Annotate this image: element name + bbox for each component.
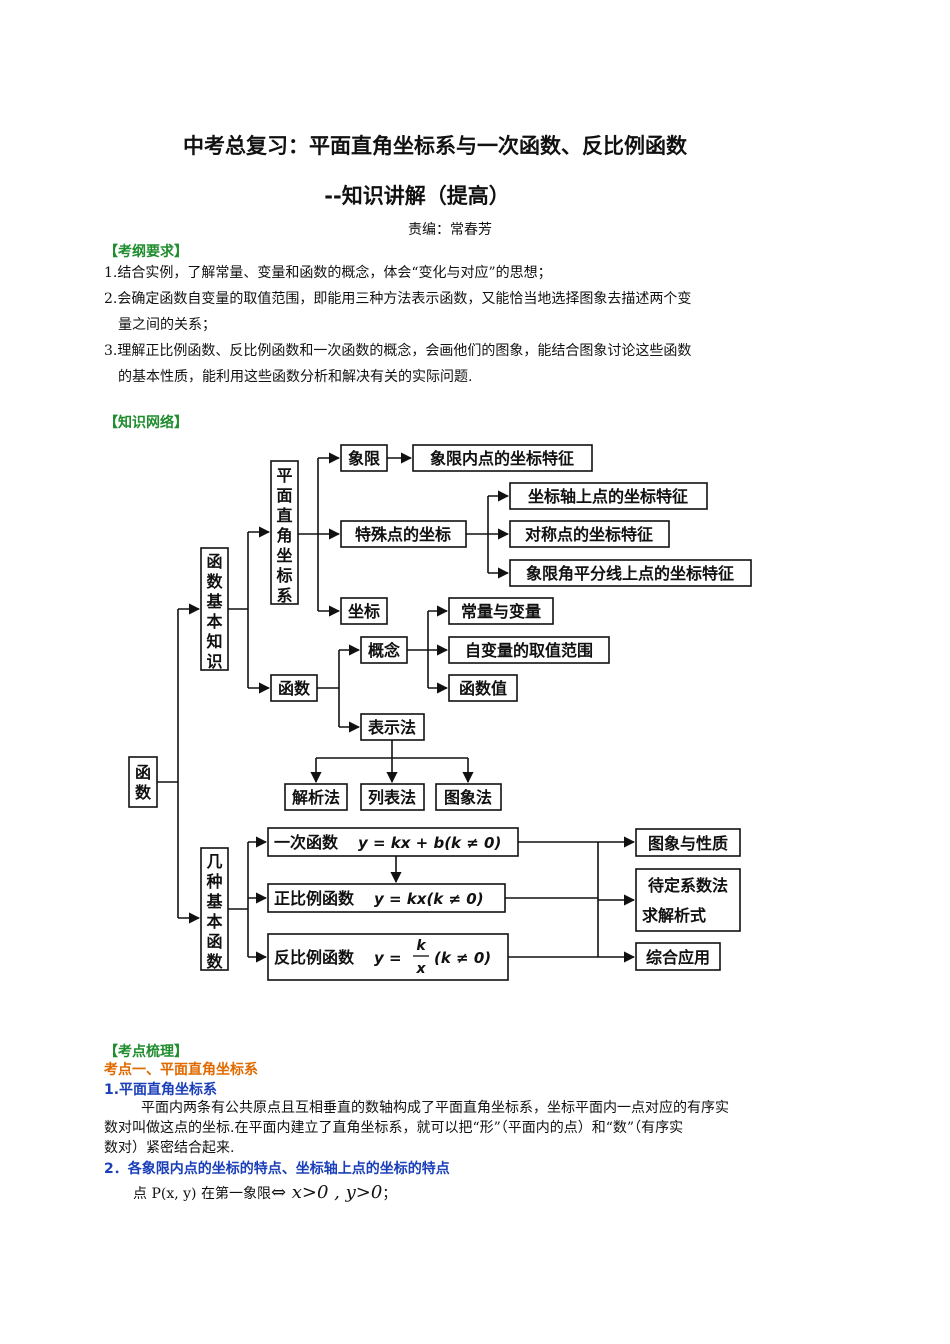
label-value: 函数值 xyxy=(459,679,507,698)
para1-line2: 数对叫做这点的坐标.在平面内建立了直角坐标系，就可以把“形”（平面内的点）和“数… xyxy=(104,1120,684,1136)
item-continuation: 量之间的关系； xyxy=(118,317,216,333)
item-text: 会确定函数自变量的取值范围，即能用三种方法表示函数，又能恰当地选择图象去描述两个… xyxy=(117,291,692,307)
label-linear-name: 一次函数 xyxy=(274,833,339,852)
label-quadrant-feat: 象限内点的坐标特征 xyxy=(430,449,574,468)
vertical-char: 函 xyxy=(206,552,222,571)
vertical-char: 面 xyxy=(276,486,292,505)
box-graph-props xyxy=(635,828,741,857)
vertical-char: 标 xyxy=(275,566,292,585)
vertical-char: 本 xyxy=(206,912,222,931)
box-sym-feat xyxy=(509,520,670,548)
item-text: 结合实例，了解常量、变量和函数的概念，体会“变化与对应”的思想； xyxy=(117,265,552,281)
vertical-char: 基 xyxy=(205,892,223,911)
point1-heading: 考点一、平面直角坐标系 xyxy=(104,1062,258,1078)
syllabus-item: 3.理解正比例函数、反比例函数和一次函数的概念，会画他们的图象，能结合图象讨论这… xyxy=(104,338,854,390)
syllabus-item: 2.会确定函数自变量的取值范围，即能用三种方法表示函数，又能恰当地选择图象去描述… xyxy=(104,286,854,338)
label-analytic: 解析法 xyxy=(292,788,340,807)
vertical-char: 直 xyxy=(276,506,292,525)
sub2-heading: 2．各象限内点的坐标的特点、坐标轴上点的坐标的特点 xyxy=(104,1161,450,1177)
label-prop-name: 正比例函数 xyxy=(274,889,355,908)
vertical-char: 几 xyxy=(206,852,222,871)
label-inverse-cond: (k ≠ 0) xyxy=(434,949,491,967)
label-root: 函数 xyxy=(135,763,152,802)
box-analytic xyxy=(284,783,348,811)
label-basic: 函数基本知识 xyxy=(205,552,223,671)
box-value xyxy=(448,674,518,702)
item-number: 1. xyxy=(104,265,118,281)
vertical-char: 角 xyxy=(276,526,292,545)
item-continuation: 的基本性质，能利用这些函数分析和解决有关的实际问题. xyxy=(118,369,473,385)
label-table: 列表法 xyxy=(368,788,416,807)
label-application: 综合应用 xyxy=(646,948,710,967)
label-axis-feat: 坐标轴上点的坐标特征 xyxy=(528,487,688,506)
box-domain xyxy=(448,636,610,664)
sub1-heading: 1.平面直角坐标系 xyxy=(104,1082,218,1098)
review-heading: 【考点梳理】 xyxy=(104,1044,188,1060)
vertical-char: 数 xyxy=(206,952,223,971)
vertical-char: 坐 xyxy=(276,546,292,565)
label-special: 特殊点的坐标 xyxy=(355,525,451,544)
box-coord xyxy=(270,460,299,605)
label-bisector-feat: 象限角平分线上点的坐标特征 xyxy=(526,564,734,583)
label-sym-feat: 对称点的坐标特征 xyxy=(525,525,653,544)
vertical-char: 识 xyxy=(206,652,222,671)
quadrant-condition-line: 点 P(x, y) 在第一象限⇔ x>0 , y>0； xyxy=(133,1182,396,1203)
syllabus-heading: 【考纲要求】 xyxy=(104,244,188,260)
para1-line3: 数对）紧密结合起来. xyxy=(104,1140,235,1156)
vertical-char: 函 xyxy=(206,932,222,951)
label-linear-formula: y = kx + b(k ≠ 0) xyxy=(358,834,501,852)
condition-math: ⇔ x>0 , y>0 xyxy=(270,1182,383,1203)
box-application xyxy=(635,942,721,971)
label-several: 几种基本函数 xyxy=(205,852,223,971)
box-axis-feat xyxy=(509,482,708,510)
condition-suffix: ； xyxy=(382,1186,397,1202)
page-title: 中考总复习：平面直角坐标系与一次函数、反比例函数 xyxy=(183,134,687,158)
box-bisector-feat xyxy=(509,559,752,587)
network-heading: 【知识网络】 xyxy=(104,415,188,431)
box-coordinate xyxy=(340,597,388,625)
vertical-char: 平 xyxy=(276,466,292,485)
box-graph xyxy=(435,783,502,811)
label-undetermined-2: 求解析式 xyxy=(642,906,706,925)
page-subtitle: --知识讲解（提高） xyxy=(324,184,510,208)
label-domain: 自变量的取值范围 xyxy=(465,641,593,660)
vertical-char: 本 xyxy=(206,612,222,631)
label-repr: 表示法 xyxy=(367,718,416,737)
box-const-var xyxy=(448,597,554,625)
vertical-char: 基 xyxy=(205,592,223,611)
box-table xyxy=(360,783,425,811)
vertical-char: 种 xyxy=(205,872,222,891)
label-coord: 平面直角坐标系 xyxy=(275,466,292,605)
label-func: 函数 xyxy=(278,679,311,698)
label-graph-props: 图象与性质 xyxy=(648,834,728,853)
label-quadrant: 象限 xyxy=(348,449,381,468)
label-concept: 概念 xyxy=(368,641,401,660)
label-undetermined-1: 待定系数法 xyxy=(648,876,728,895)
label-inverse-numerator: k xyxy=(416,938,427,954)
condition-prefix: 点 P(x, y) 在第一象限 xyxy=(133,1186,271,1202)
author-line: 责编：常春芳 xyxy=(408,222,492,238)
label-prop-formula: y = kx(k ≠ 0) xyxy=(374,890,484,908)
label-coordinate: 坐标 xyxy=(348,602,380,621)
vertical-char: 数 xyxy=(135,783,152,802)
vertical-char: 数 xyxy=(206,572,223,591)
label-const-var: 常量与变量 xyxy=(461,602,541,621)
syllabus-list: 1.结合实例，了解常量、变量和函数的概念，体会“变化与对应”的思想； 2.会确定… xyxy=(104,260,854,390)
label-inverse-name: 反比例函数 xyxy=(274,948,355,967)
para1-line1: 平面内两条有公共原点且互相垂直的数轴构成了平面直角坐标系，坐标平面内一点对应的有… xyxy=(141,1100,729,1116)
vertical-char: 系 xyxy=(276,586,292,605)
vertical-char: 知 xyxy=(206,632,222,651)
label-inverse-denominator: x xyxy=(415,961,426,977)
box-undetermined xyxy=(635,868,741,932)
box-quadrant-feat xyxy=(412,444,593,472)
item-number: 3. xyxy=(104,343,118,359)
vertical-char: 函 xyxy=(135,763,151,782)
item-text: 理解正比例函数、反比例函数和一次函数的概念，会画他们的图象，能结合图象讨论这些函… xyxy=(117,343,692,359)
item-number: 2. xyxy=(104,291,118,307)
label-graph: 图象法 xyxy=(444,788,492,807)
syllabus-item: 1.结合实例，了解常量、变量和函数的概念，体会“变化与对应”的思想； xyxy=(104,260,854,286)
label-inverse-y: y = xyxy=(374,949,402,967)
